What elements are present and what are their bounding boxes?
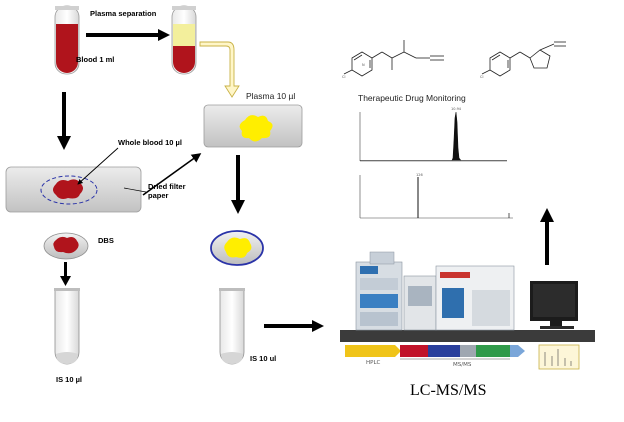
is-right-label: IS 10 ul xyxy=(250,354,276,363)
plasma-filter-paper xyxy=(203,104,303,148)
blood-tube xyxy=(54,5,80,75)
structure-atom-n-1: N xyxy=(362,63,365,67)
is-left-label: IS 10 µl xyxy=(56,375,82,384)
plasma-transfer-arrow xyxy=(199,41,240,98)
arrow-to-plasma-paper xyxy=(142,153,202,196)
chemical-structure-right xyxy=(481,41,566,77)
whole-blood-pointer xyxy=(77,147,119,185)
arrow-to-lcms xyxy=(264,320,324,332)
dried-filter-label-1: Dried filter xyxy=(148,182,186,191)
tdm-label: Therapeutic Drug Monitoring xyxy=(358,93,466,103)
chromatogram-bottom-peak-label: 126 xyxy=(416,173,423,177)
chemical-structure-left xyxy=(343,40,444,77)
dbs-disc xyxy=(43,232,89,260)
result-thumbnail xyxy=(538,344,580,370)
structure-atom-cl-2: Cl xyxy=(480,75,483,79)
plasma-disc xyxy=(210,230,264,266)
lcms-instrument xyxy=(340,251,595,342)
plasma-separation-label: Plasma separation xyxy=(90,9,157,18)
plasma-volume-label: Plasma 10 µl xyxy=(246,91,295,101)
arrow-to-plasma-tube xyxy=(86,29,170,41)
whole-blood-label: Whole blood 10 µl xyxy=(118,138,182,147)
chromatogram-top: 10.94 xyxy=(359,107,507,162)
is-tube-right xyxy=(219,288,245,365)
arrow-up-to-results xyxy=(540,208,554,265)
chromatogram-bottom: 126 xyxy=(359,173,513,219)
dried-filter-pointer xyxy=(123,187,147,193)
msms-bar-label: MS/MS xyxy=(453,362,472,368)
plasma-tube xyxy=(171,5,197,75)
hplc-msms-bar xyxy=(345,345,525,360)
dbs-label: DBS xyxy=(98,236,114,245)
whole-blood-filter-paper xyxy=(5,166,142,213)
blood-volume-label: Blood 1 ml xyxy=(76,55,114,64)
arrow-down-blood xyxy=(57,92,71,150)
dried-filter-label-2: paper xyxy=(148,191,169,200)
chromatogram-top-peak-label: 10.94 xyxy=(451,107,462,111)
arrow-down-dbs xyxy=(60,262,71,286)
arrow-down-plasma xyxy=(231,155,245,214)
lcmsms-title: LC-MS/MS xyxy=(410,382,486,399)
is-tube-left xyxy=(54,288,80,365)
structure-atom-cl-1: Cl xyxy=(342,75,345,79)
hplc-bar-label: HPLC xyxy=(366,360,381,366)
